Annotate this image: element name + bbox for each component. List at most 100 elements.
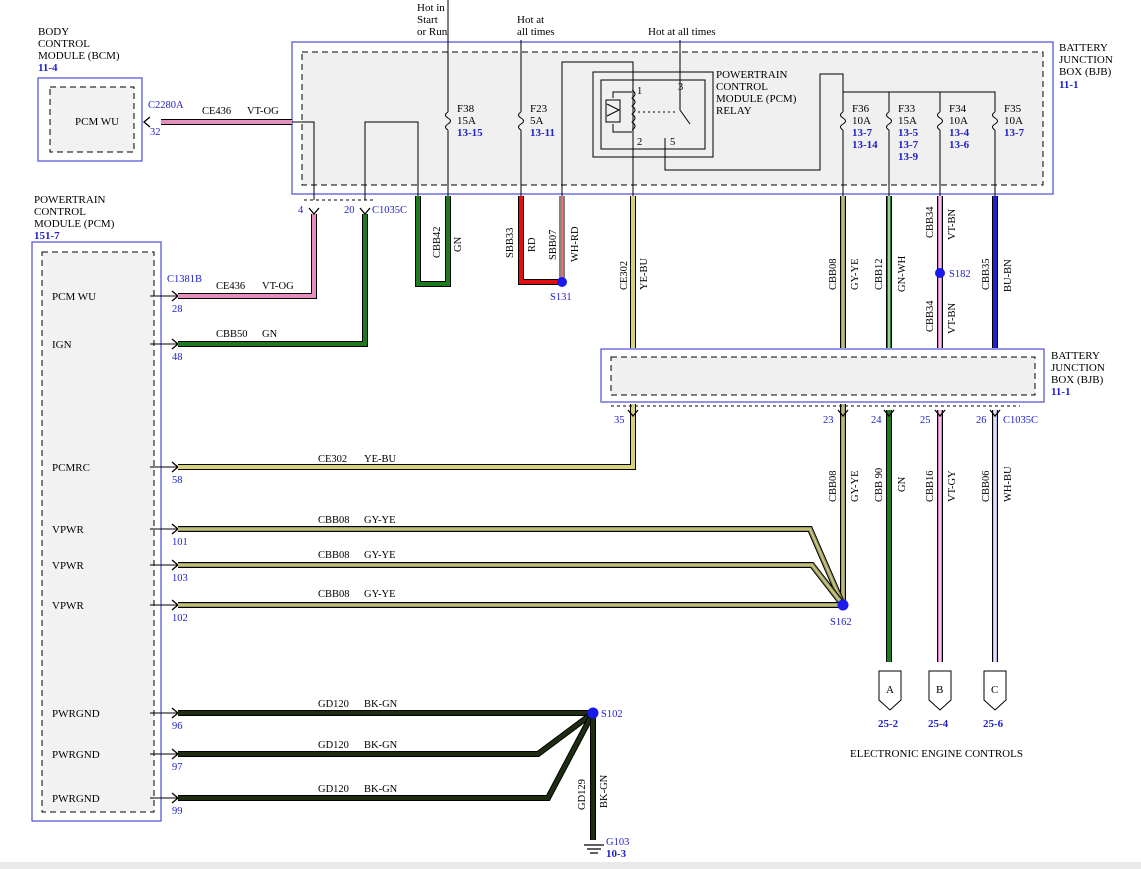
eec-ref-b[interactable]: 25-4	[928, 718, 949, 730]
wire-cbb35-color: BU-BN	[1003, 259, 1014, 292]
relay-title-4: RELAY	[716, 105, 752, 117]
bjb-top-title-1: BATTERY	[1059, 42, 1108, 54]
wire-ce436-pcm[interactable]	[178, 214, 317, 299]
wire-cbb08-101[interactable]	[178, 526, 846, 607]
ground-g103[interactable]: G103 10-3	[584, 837, 629, 860]
eec-a: A	[886, 684, 894, 696]
bjb-mid-title-2: JUNCTION	[1051, 362, 1105, 374]
fuse-ref-link[interactable]: 13-9	[898, 151, 919, 163]
eec-ref-a[interactable]: 25-2	[878, 718, 899, 730]
splice-s131-label: S131	[550, 292, 572, 303]
wire-cbb35-circuit: CBB35	[981, 258, 992, 290]
wire-cbb50-pcm[interactable]	[178, 214, 368, 347]
bjb-top-pin-4: 4	[298, 205, 304, 216]
fuse-group: F3815A13-15F235A13-11F3610A13-713-14F331…	[445, 103, 1025, 163]
pcm-pin-label: VPWR	[52, 560, 84, 572]
bcm-connector: C2280A	[148, 100, 184, 111]
pcm-pin-number: 102	[172, 613, 188, 624]
pcm-pin-number: 97	[172, 762, 183, 773]
wire-gd120-97[interactable]	[178, 710, 595, 757]
wire-cbb08-101-circuit: CBB08	[318, 515, 350, 526]
pcm-title-1: POWERTRAIN	[34, 194, 106, 206]
wire-cbb34-bot-circuit: CBB34	[925, 300, 936, 332]
eec-connector-b-icon	[928, 670, 952, 711]
eec-ref-c[interactable]: 25-6	[983, 718, 1004, 730]
fuse-icon	[937, 111, 943, 131]
hot-at-1: Hot at	[517, 14, 544, 26]
eec-b: B	[936, 684, 943, 696]
wire-gd120-99[interactable]	[178, 711, 596, 801]
pcm-pin-number: 48	[172, 352, 183, 363]
bjb-mid-pin-35: 35	[614, 415, 625, 426]
wire-ce436-top-circuit: CE436	[202, 106, 231, 117]
ground-ref[interactable]: 10-3	[606, 848, 627, 860]
bjb-internal-relay	[561, 61, 634, 196]
fuse-ref-link[interactable]: 13-4	[949, 127, 970, 139]
splice-s182[interactable]: S182	[935, 268, 971, 280]
fuse-ref-link[interactable]: 13-7	[852, 127, 873, 139]
wire-ce436-pcm-color: VT-OG	[262, 281, 294, 292]
fuse-ref-link[interactable]: 13-7	[898, 139, 919, 151]
bjb-mid[interactable]: BATTERY JUNCTION BOX (BJB) 11-1 35 23 24…	[600, 348, 1105, 426]
bjb-mid-pin-23: 23	[823, 415, 834, 426]
fuse-label: F36	[852, 103, 870, 115]
bcm-module[interactable]: BODY CONTROL MODULE (BCM) 11-4 PCM WU C2…	[37, 26, 184, 162]
connector-arrow-icon	[837, 409, 849, 418]
wire-gd129-circuit: GD129	[577, 779, 588, 810]
pcm-module[interactable]: POWERTRAIN CONTROL MODULE (PCM) 151-7 C1…	[31, 116, 202, 822]
bcm-pin-arrow-icon	[142, 116, 151, 128]
fuse-label: F33	[898, 103, 916, 115]
wire-ce436-pcm-circuit: CE436	[216, 281, 245, 292]
fuse-ref-link[interactable]: 13-7	[1004, 127, 1025, 139]
splice-s131[interactable]: S131	[550, 277, 572, 303]
wire-cbb90-circuit: CBB 90	[874, 468, 885, 502]
bjb-mid-pin-26: 26	[976, 415, 987, 426]
splice-s102[interactable]: S102	[587, 707, 623, 721]
wire-labels: CE436 VT-OG CE436 VT-OG CBB50 GN CE302 Y…	[202, 106, 1014, 810]
fuse-label: 10A	[852, 115, 871, 127]
pcm-title-2: CONTROL	[34, 206, 86, 218]
pcm-pin-label: IGN	[52, 339, 72, 351]
wire-cbb34-top-circuit: CBB34	[925, 206, 936, 238]
pcm-pin-number: 28	[172, 304, 183, 315]
wire-cbb42[interactable]	[415, 196, 451, 287]
wire-sbb33[interactable]	[518, 196, 562, 285]
wire-cbb08-low-color: GY-YE	[850, 471, 861, 503]
wire-ce302-color: YE-BU	[364, 454, 396, 465]
pcm-ref[interactable]: 151-7	[34, 230, 60, 242]
eec-connectors[interactable]: A B C 25-2 25-4 25-6 ELECTRONIC ENGINE C…	[850, 670, 1023, 760]
wire-cbb08-103[interactable]	[178, 562, 846, 607]
bcm-ref[interactable]: 11-4	[38, 62, 58, 74]
bcm-pin-number: 32	[150, 127, 161, 138]
fuse-ref-link[interactable]: 13-11	[530, 127, 555, 139]
pcm-pin-number: 99	[172, 806, 183, 817]
fuse-ref-link[interactable]: 13-5	[898, 127, 919, 139]
pcm-pin-label: PCM WU	[52, 291, 96, 303]
wire-cbb06-color: WH-BU	[1003, 466, 1014, 502]
splice-s162[interactable]: S162	[830, 599, 852, 629]
fuse-ref-link[interactable]: 13-6	[949, 139, 970, 151]
fuse-label: 10A	[1004, 115, 1023, 127]
bjb-mid-ref[interactable]: 11-1	[1051, 386, 1071, 398]
fuse-icon	[518, 111, 524, 131]
wire-ce302[interactable]	[178, 196, 636, 470]
fuse-ref-link[interactable]: 13-14	[852, 139, 878, 151]
wire-cbb08-103-circuit: CBB08	[318, 550, 350, 561]
pcm-pin-label: VPWR	[52, 600, 84, 612]
bjb-top[interactable]: BATTERY JUNCTION BOX (BJB) 11-1 4 20 C10…	[291, 41, 1113, 216]
fuse-icon	[992, 111, 998, 131]
pcm-pin-label: VPWR	[52, 524, 84, 536]
fuse-label: F34	[949, 103, 967, 115]
fuse-ref-link[interactable]: 13-15	[457, 127, 483, 139]
bjb-top-title-3: BOX (BJB)	[1059, 66, 1112, 78]
eec-connector-a-icon	[878, 670, 902, 711]
pcm-pin-number: 103	[172, 573, 188, 584]
wire-cbb34-top-color: VT-BN	[947, 208, 958, 240]
bjb-top-ref[interactable]: 11-1	[1059, 79, 1079, 91]
